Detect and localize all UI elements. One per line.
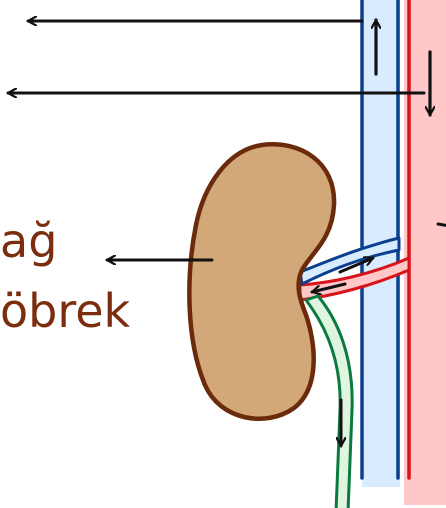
right-edge-arrow [438,224,446,226]
ureter [306,296,352,508]
label-dag: ağ [0,218,57,264]
label-bobrek: öbrek [0,288,130,334]
aorta [404,0,446,505]
kidney-shape [189,144,334,418]
